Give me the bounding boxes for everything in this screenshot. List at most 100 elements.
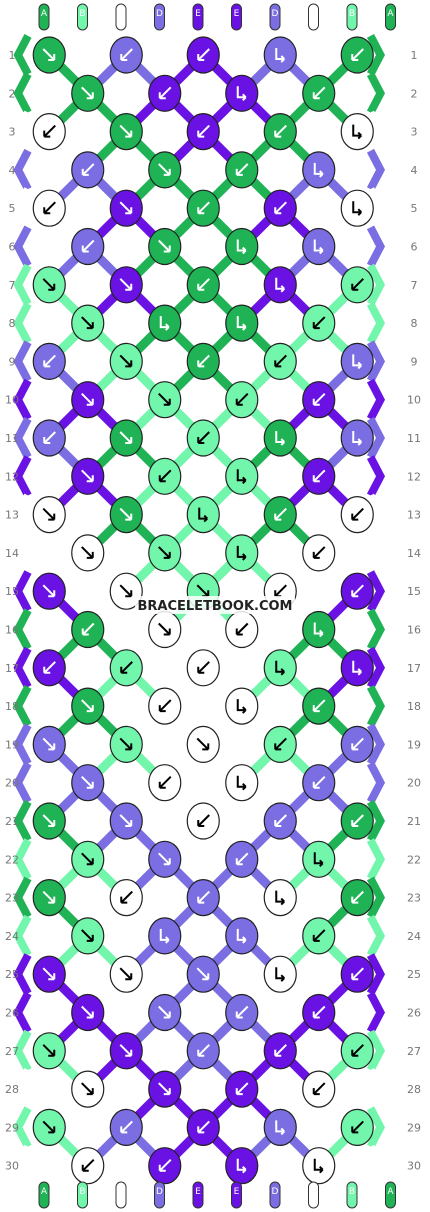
knot [263, 189, 297, 227]
knot-arrow-icon [158, 163, 171, 176]
knot [340, 802, 374, 840]
knot-arrow-icon [235, 622, 249, 636]
knot [302, 917, 336, 955]
row-number-left: 26 [5, 1007, 19, 1020]
strand-label-tab [115, 3, 127, 31]
row-number-right: 11 [407, 432, 421, 445]
knot [148, 227, 182, 266]
knot [109, 1032, 143, 1070]
strand-label: E [195, 9, 201, 19]
strand-label-tab [231, 1181, 242, 1209]
row-number-right: 18 [407, 700, 421, 713]
knot-arrow-icon [81, 1158, 95, 1172]
knot-arrow-icon [120, 48, 133, 61]
knot-arrow-icon [158, 239, 171, 253]
edge-strand-right [366, 876, 386, 919]
strand-label: D [272, 1187, 279, 1197]
knot [340, 419, 374, 457]
knot-arrow-icon [81, 469, 94, 483]
knot [71, 993, 105, 1032]
edge-strand-left [13, 225, 32, 268]
edge-strand-left [13, 340, 32, 383]
knot-arrow-icon [42, 890, 56, 904]
knot [340, 266, 374, 304]
edge-strand-right [366, 1144, 386, 1187]
knot-arrow-icon [159, 928, 170, 944]
knot-arrow-icon [81, 622, 95, 636]
strand-label: B [79, 9, 85, 19]
row-number-right: 1 [411, 49, 418, 62]
knot [263, 36, 297, 74]
edge-strand-right [366, 608, 386, 651]
knot [302, 381, 336, 419]
knot-arrow-icon [119, 507, 133, 521]
knot-arrow-icon [312, 1005, 326, 1019]
edge-strand-right [366, 493, 386, 536]
knot [263, 725, 297, 764]
knot-arrow-icon [81, 86, 94, 100]
knot-arrow-icon [235, 392, 249, 406]
knot-oval [225, 74, 259, 112]
knot-arrow-icon [119, 737, 133, 751]
edge-strand-left [13, 187, 32, 230]
knot [71, 457, 105, 495]
knot-oval [340, 649, 374, 687]
strand-label: B [349, 9, 355, 19]
knot-arrow-icon [197, 1120, 210, 1134]
knot-arrow-icon [81, 852, 94, 866]
edge-strand-right [366, 761, 386, 804]
edge-strand-right [366, 1068, 386, 1111]
knot [186, 725, 220, 764]
knot [186, 36, 220, 74]
knot-oval [186, 495, 220, 534]
row-number-left: 28 [5, 1083, 19, 1096]
row-number-left: 8 [9, 317, 16, 330]
knot-arrow-icon [197, 814, 210, 827]
knot [340, 572, 374, 610]
row-number-right: 20 [407, 777, 421, 790]
strand-label-tab [77, 1181, 88, 1209]
strand-label: E [234, 1187, 240, 1197]
knot-arrow-icon [313, 1158, 324, 1174]
knot-arrow-icon [235, 852, 249, 866]
knot-arrow-icon [42, 48, 56, 61]
knot [302, 227, 336, 266]
knot-arrow-icon [119, 584, 133, 598]
knot-arrow-icon [197, 661, 210, 674]
row-number-left: 27 [5, 1045, 19, 1058]
knot [225, 993, 259, 1032]
edge-strand-left [13, 876, 32, 919]
edge-strand-left [13, 110, 32, 153]
edge-strand-left [13, 302, 32, 345]
knot-arrow-icon [81, 699, 94, 713]
knot-arrow-icon [197, 124, 210, 138]
knot [109, 572, 143, 610]
knot-oval [225, 1147, 259, 1185]
knot [71, 1070, 105, 1108]
edge-strand-left [13, 646, 32, 689]
edge-strand-right [366, 225, 386, 268]
knot-arrow-icon [351, 48, 364, 61]
knot [148, 381, 182, 419]
knot [32, 1108, 66, 1147]
knot-arrow-icon [43, 124, 56, 138]
row-number-right: 2 [411, 87, 418, 100]
knot [32, 725, 66, 764]
knot [302, 687, 336, 725]
strand-label-tab [77, 3, 88, 31]
knot-arrow-icon [197, 201, 210, 215]
knot-arrow-icon [312, 469, 326, 483]
knot [32, 189, 66, 227]
knot-arrow-icon [236, 699, 247, 714]
row-number-left: 10 [5, 394, 19, 407]
knot [186, 342, 220, 380]
knot-arrow-icon [197, 278, 210, 291]
knot-oval [263, 649, 297, 687]
row-number-left: 12 [5, 470, 19, 483]
knot [340, 955, 374, 993]
edge-strand-left [13, 378, 32, 421]
strand-label-tab [308, 3, 319, 31]
knot [148, 534, 182, 572]
edge-strand-right [366, 1029, 386, 1072]
knot-oval [263, 955, 297, 993]
